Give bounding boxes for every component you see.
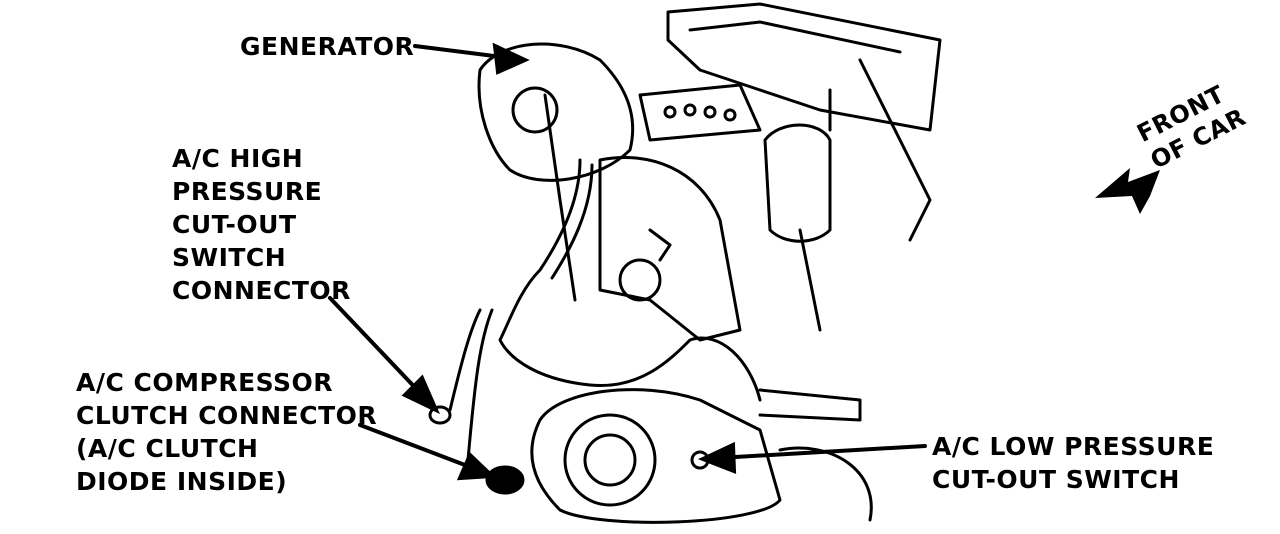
wiring-harness bbox=[498, 158, 762, 402]
clutch-leader bbox=[358, 423, 480, 472]
thermostat-outlet bbox=[618, 258, 662, 302]
high-switch-arrowhead bbox=[401, 374, 441, 415]
high-switch-leader bbox=[328, 296, 427, 400]
generator-label: GENERATOR bbox=[240, 32, 415, 61]
low-pressure-switch-label: A/C LOW PRESSURE CUT-OUT SWITCH bbox=[932, 432, 1215, 494]
high-pressure-switch-connector-label: A/C HIGH PRESSURE CUT-OUT SWITCH CONNECT… bbox=[172, 144, 351, 305]
valve-cover-ridge bbox=[688, 20, 902, 54]
compressor-hose bbox=[758, 388, 862, 422]
valve-cover bbox=[666, 2, 942, 132]
compressor-clutch bbox=[563, 413, 657, 507]
low-switch-arrowhead bbox=[697, 441, 737, 474]
generator-body bbox=[477, 42, 635, 182]
compressor-clutch-connector-label: A/C COMPRESSOR CLUTCH CONNECTOR (A/C CLU… bbox=[76, 368, 378, 496]
compressor-body bbox=[530, 388, 782, 524]
engine-rear-line bbox=[858, 58, 932, 242]
generator-arrowhead bbox=[492, 42, 530, 75]
clutch-connector bbox=[485, 465, 525, 495]
engine-block bbox=[598, 156, 742, 342]
oil-filler bbox=[763, 123, 832, 243]
generator-pulley bbox=[511, 86, 559, 134]
low-switch-leader bbox=[716, 444, 927, 460]
generator-bracket bbox=[543, 93, 577, 302]
front-of-car-arrow bbox=[1095, 168, 1160, 214]
connector-plate bbox=[638, 83, 762, 142]
clutch-arrowhead bbox=[456, 451, 497, 481]
